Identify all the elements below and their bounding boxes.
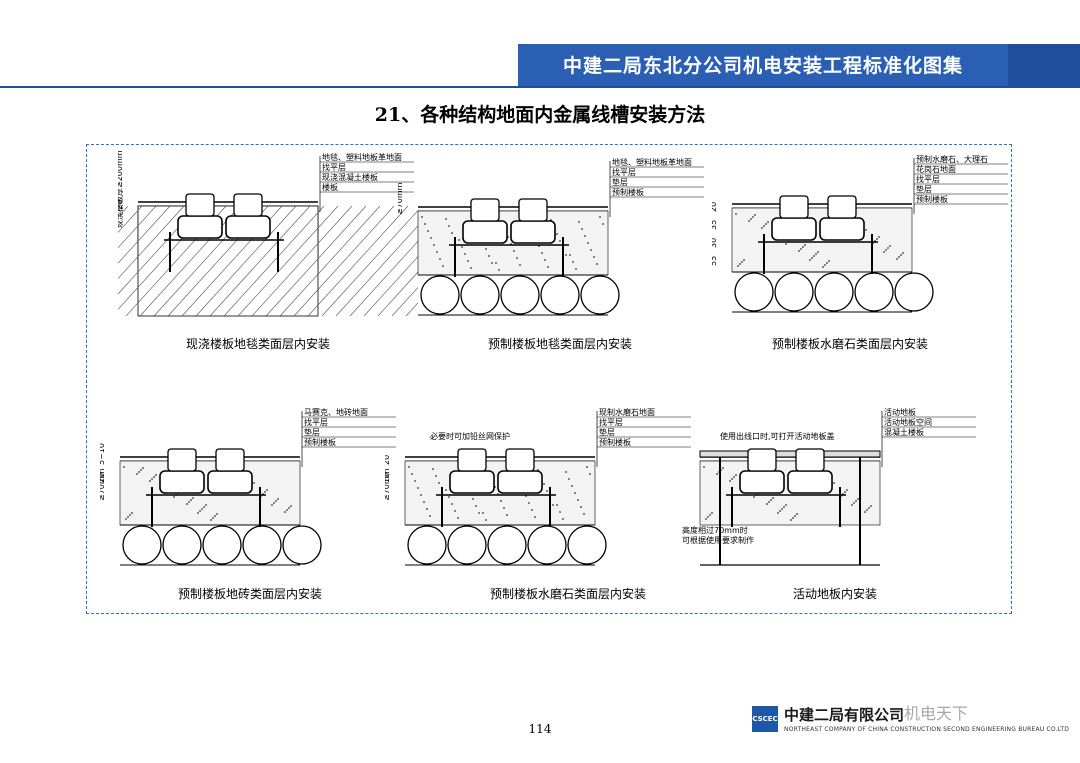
layer-label: 找平层 [322,162,346,172]
dimension-label: 55 [712,256,718,266]
dimension-label: ≥70mm [100,468,106,501]
layer-label: 马赛克、地砖地面 [304,407,368,417]
layer-label: 预制楼板 [599,437,631,447]
note-label: 必要时可加铅丝网保护 [430,431,510,441]
dimension-label: 5~10 [100,443,106,465]
section-caption: 预制楼板水磨石类面层内安装 [771,337,928,351]
header-title: 中建二局东北分公司机电安装工程标准化图集 [562,55,963,77]
note-label: 可根据使用要求制作 [682,535,754,545]
layer-label: 找平层 [612,167,636,177]
section-caption: 活动地板内安装 [792,587,877,601]
dimension-label: 30 [712,238,718,248]
drawing-frame [86,144,1012,614]
layer-label: 垫层 [916,184,932,194]
company-name-en: NORTHEAST COMPANY OF CHINA CONSTRUCTION … [784,726,1070,733]
note-label: 使用出线口时,可打开活动地板盖 [720,431,835,441]
dimension-label: ≥70mm [385,468,391,501]
dimension-label: 20 [385,455,391,465]
layer-label: 现浇混凝土楼板 [322,172,378,182]
section-caption: 预制楼板水磨石类面层内安装 [489,587,646,601]
layer-label: 垫层 [599,427,615,437]
header-band [518,44,1008,88]
layer-label: 地毯、塑料地板革地面 [612,157,692,167]
dimension-label: 10 [385,473,391,483]
layer-label: 预制楼板 [916,194,948,204]
dimension-label: ≥70mm [398,182,404,215]
watermark: 机电天下 [904,704,969,723]
layer-label: 现制水磨石地面 [599,407,655,417]
dimension-label: 20 [100,473,106,483]
layer-label: 找平层 [599,417,623,427]
company-name-cn: 中建二局有限公司 [784,706,905,724]
dimension-label: 20 [118,200,124,210]
dimension-label: 20 [712,202,718,212]
layer-label: 活动地板空间 [884,417,932,427]
page-title: 21、各种结构地面内金属线槽安装方法 [374,104,706,126]
layer-label: 预制水磨石、大理石 [916,154,988,164]
layer-label: 垫层 [612,177,628,187]
layer-label: 预制楼板 [612,187,644,197]
layer-label: 楼板 [322,182,338,192]
section-drawing-6: 活动地板活动地板空间混凝土楼板 使用出线口时,可打开活动地板盖高度相过70mm时可… [680,405,980,580]
section-drawing-5: 现制水磨石地面找平层垫层预制楼板 20 10≥70mm 必要时可加铅丝网保护 [385,405,695,575]
layer-label: 找平层 [916,174,940,184]
company-logo: CSCEC [752,706,778,732]
section-drawing-3: 预制水磨石、大理石花岗石地面找平层垫层预制楼板 20 35 30 55 [712,152,1012,322]
page-number: 114 [528,722,552,736]
layer-label: 混凝土楼板 [884,427,924,437]
section-caption: 预制楼板地毯类面层内安装 [487,337,632,351]
section-drawing-2: 地毯、塑料地板革地面找平层垫层预制楼板 ≥70mm [398,155,708,325]
section-caption: 预制楼板地砖类面层内安装 [177,587,322,601]
layer-label: 垫层 [304,427,320,437]
dimension-label: 现浇楼板厚≥200mm [118,150,124,228]
section-caption: 现浇楼板地毯类面层内安装 [185,337,330,351]
layer-label: 花岗石地面 [916,164,956,174]
note-label: 高度相过70mm时 [682,525,748,535]
layer-label: 地毯、塑料地板革地面 [322,152,402,162]
header-rule [0,86,1080,88]
layer-label: 活动地板 [884,407,916,417]
layer-label: 找平层 [304,417,328,427]
dimension-label: 35 [712,220,718,230]
layer-label: 预制楼板 [304,437,336,447]
header-band-end [1008,44,1080,88]
